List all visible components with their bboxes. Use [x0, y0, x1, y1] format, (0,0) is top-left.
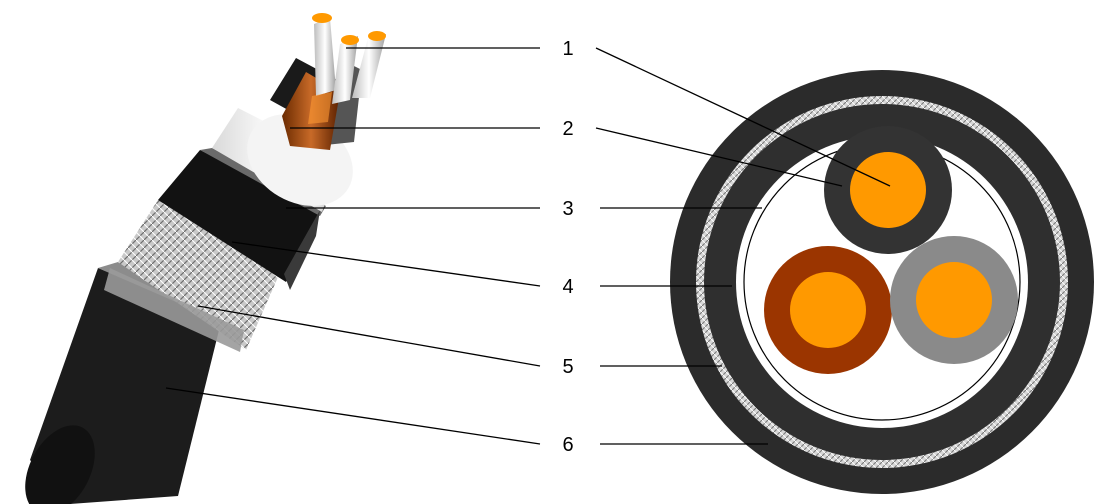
- label-3: 3: [562, 198, 573, 220]
- cable-side-view-icon: [11, 13, 386, 504]
- label-2: 2: [562, 118, 573, 140]
- label-5: 5: [562, 356, 573, 378]
- number-labels: 1 2 3 4 5 6: [562, 38, 573, 456]
- label-4: 4: [562, 276, 573, 298]
- label-1: 1: [562, 38, 573, 60]
- label-6: 6: [562, 434, 573, 456]
- cable-cross-section-icon: [670, 70, 1094, 494]
